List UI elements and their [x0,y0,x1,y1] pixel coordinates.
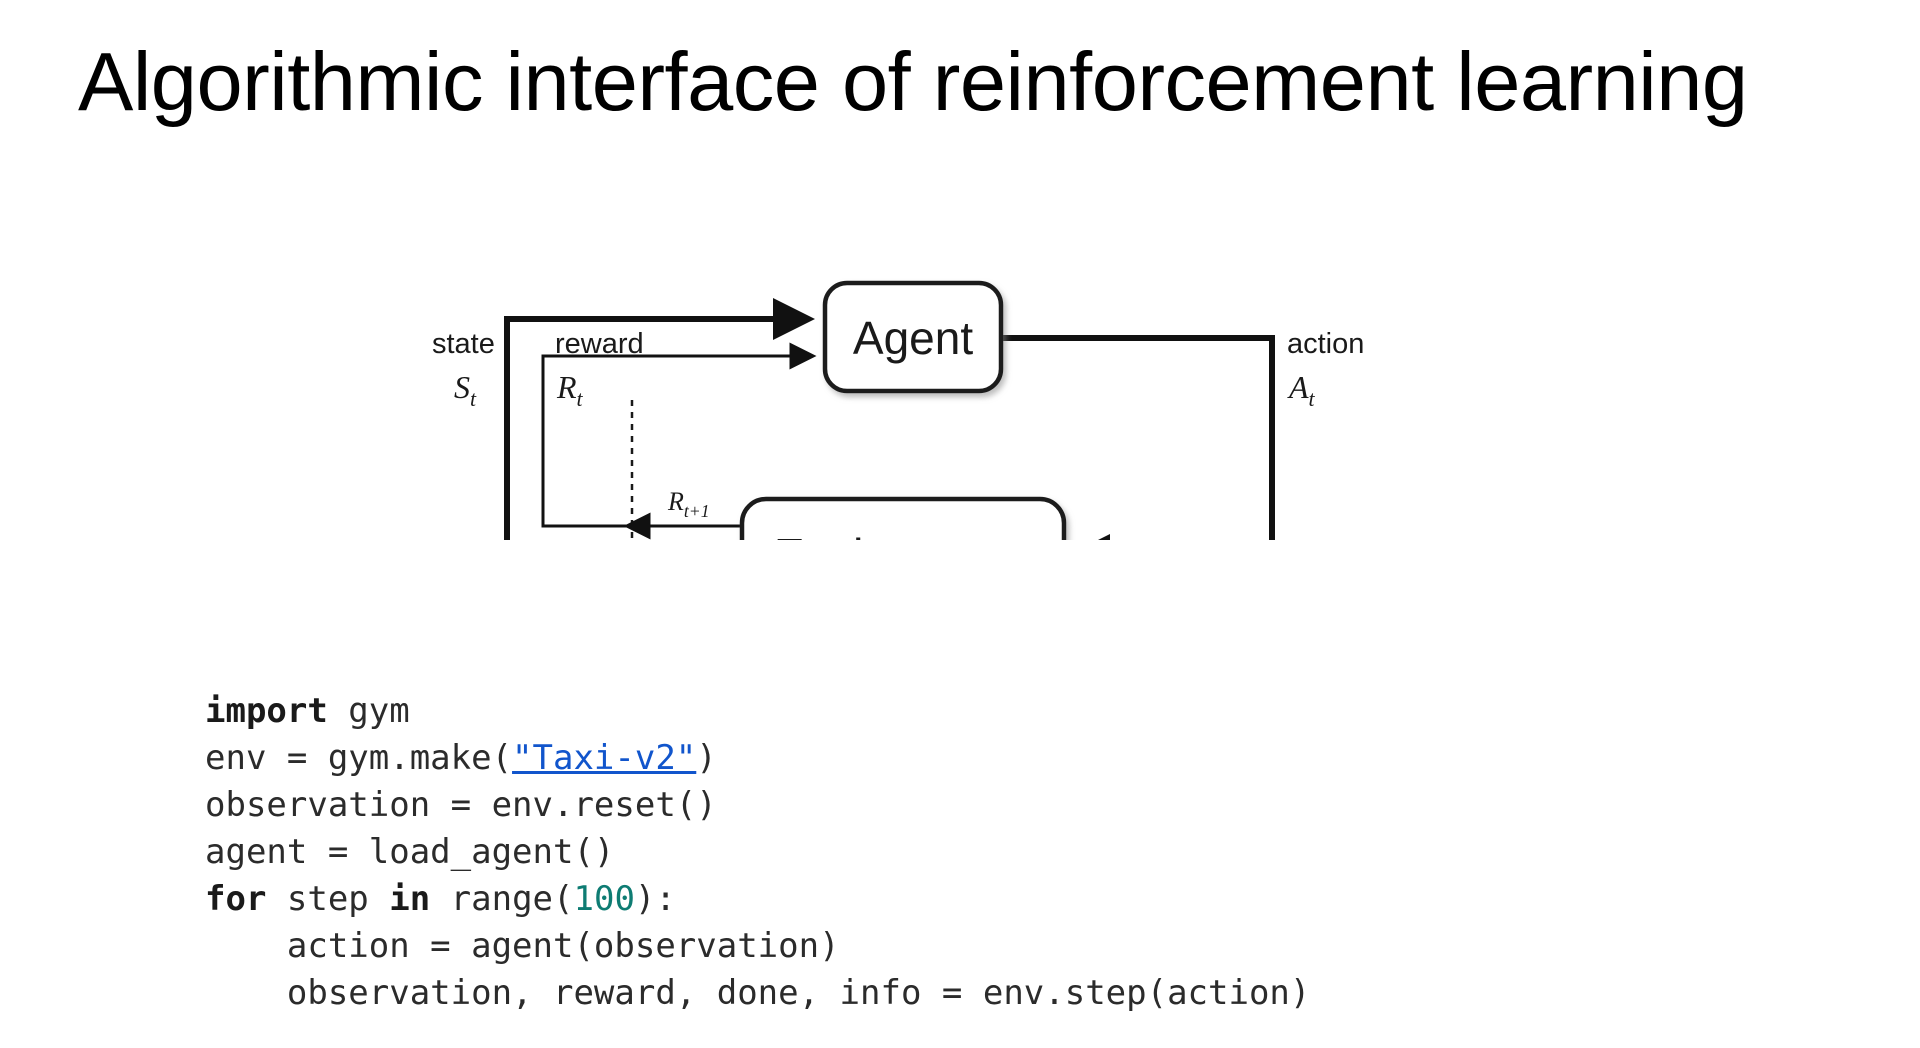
code-keyword: in [389,879,431,919]
label-action-symbol: At [1287,369,1316,411]
label-state-next-symbol: St+1 [668,535,707,540]
label-state-word: state [432,328,495,360]
edge-action-path [1000,335,1275,540]
code-link-taxi-v2[interactable]: "Taxi-v2" [512,738,697,778]
code-keyword: for [205,879,267,919]
environment-label: Environment [774,529,1032,540]
code-line: action = agent(observation) [205,923,1310,970]
code-line: observation = env.reset() [205,782,1310,829]
code-line: import gym [205,688,1310,735]
label-reward-word: reward [555,328,644,360]
code-keyword: import [205,691,328,731]
agent-label: Agent [853,312,973,364]
rl-interaction-diagram: Agent Environment state St reward Rt act… [0,210,1560,540]
code-number: 100 [573,879,635,919]
label-action-word: action [1287,328,1364,360]
edge-state-path [504,298,815,540]
code-text: gym [327,691,410,731]
code-text: observation = env.reset() [205,785,717,825]
code-text: ) [696,738,717,778]
code-text: step [266,879,390,919]
code-line: env = gym.make("Taxi-v2") [205,735,1310,782]
agent-box [822,280,1004,394]
code-text: agent = load_agent() [205,832,615,872]
label-reward-symbol: Rt [556,369,584,411]
environment-box [739,496,1067,540]
node-environment: Environment [739,496,1067,540]
code-line: observation, reward, done, info = env.st… [205,970,1311,1017]
code-line: for step in range(100): [205,876,1310,923]
code-line: agent = load_agent() [205,829,1310,876]
code-text: range( [430,879,574,919]
code-text: action = agent(observation) [205,926,840,966]
page-title: Algorithmic interface of reinforcement l… [78,35,1748,128]
code-text: observation, reward, done, info = env.st… [205,973,1311,1013]
code-text: ): [634,879,676,919]
label-state-symbol: St [454,369,477,411]
node-agent: Agent [822,280,1004,394]
label-reward-next-symbol: Rt+1 [667,487,710,521]
code-text: env = gym.make( [205,738,513,778]
